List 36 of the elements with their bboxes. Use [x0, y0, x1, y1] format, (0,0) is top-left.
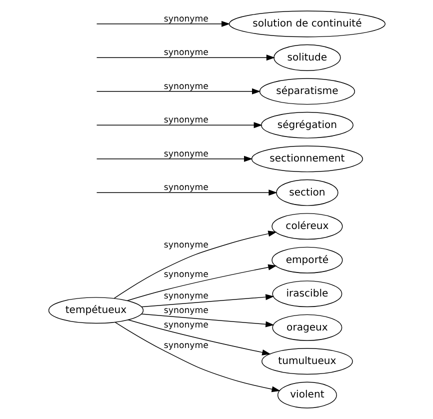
arrow	[96, 190, 277, 196]
node-ellipse: séparatisme	[258, 78, 354, 105]
arrow	[96, 88, 260, 94]
arrow	[140, 314, 274, 328]
node-ellipse: solution de continuité	[228, 10, 386, 38]
edge-label: synonyme	[163, 320, 208, 330]
node-ellipse: tempétueux	[48, 297, 144, 324]
edge-label: synonyme	[163, 116, 208, 126]
arrow	[140, 294, 274, 308]
node-ellipse: irascible	[272, 280, 342, 308]
arrow	[126, 264, 276, 301]
edge-label: synonyme	[163, 82, 208, 92]
edge-label: synonyme	[163, 306, 208, 316]
arrow	[128, 320, 270, 356]
edge-label: synonyme	[163, 270, 208, 280]
node-ellipse: emporté	[271, 246, 342, 274]
edge-label: synonyme	[163, 48, 208, 58]
edge-label: synonyme	[163, 341, 208, 352]
node-ellipse: ségrégation	[260, 112, 353, 138]
node-ellipse: sectionnement	[250, 146, 362, 172]
node-ellipse: solitude	[273, 44, 340, 71]
edge-label: synonyme	[163, 14, 208, 24]
arrow	[96, 54, 275, 61]
node-ellipse: section	[276, 179, 338, 206]
edge-label: synonyme	[163, 149, 208, 160]
edge-label: synonyme	[163, 240, 208, 251]
arrow	[113, 230, 276, 299]
arrow	[96, 122, 262, 128]
edge-label: synonyme	[163, 183, 208, 194]
edge-label: synonyme	[163, 292, 208, 302]
node-ellipse: violent	[277, 382, 336, 408]
node-ellipse: coléreux	[271, 213, 342, 240]
node-ellipse: orageux	[272, 314, 342, 341]
arrow	[96, 20, 230, 27]
arrow	[96, 156, 252, 162]
arrow	[114, 322, 280, 392]
